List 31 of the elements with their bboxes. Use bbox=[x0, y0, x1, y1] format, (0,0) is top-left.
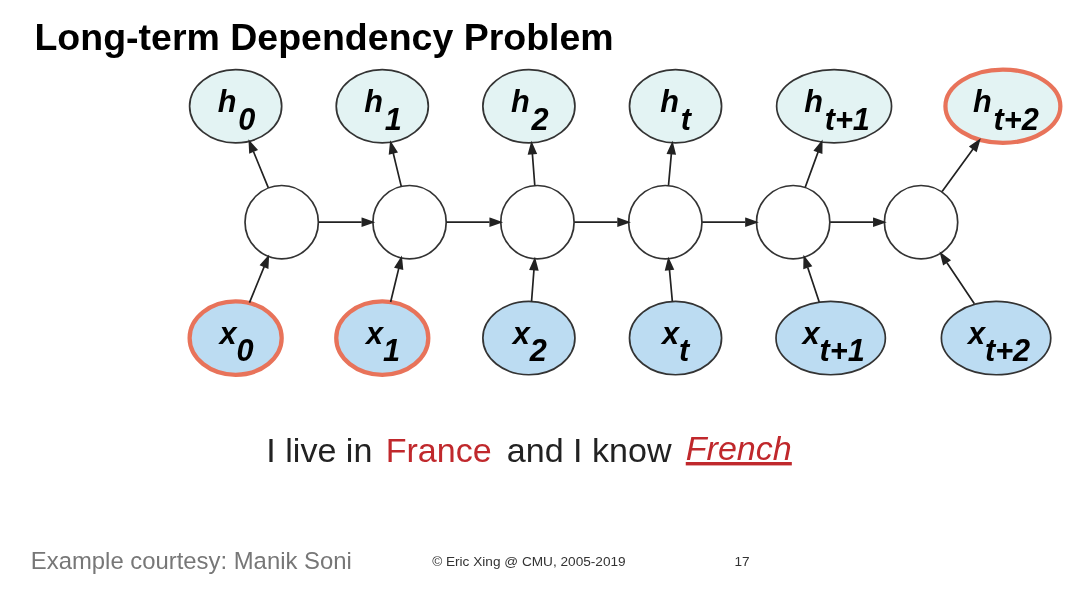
arrow bbox=[666, 140, 676, 187]
arrow bbox=[527, 140, 537, 187]
arrow bbox=[248, 254, 269, 304]
node-circle bbox=[627, 184, 703, 260]
label: I live in bbox=[265, 430, 372, 469]
arrow bbox=[388, 140, 402, 187]
arrow bbox=[664, 256, 674, 303]
label: © Eric Xing @ CMU, 2005-2019 bbox=[431, 553, 626, 569]
arrow bbox=[939, 251, 975, 305]
node-circle bbox=[883, 184, 959, 260]
arrow bbox=[445, 217, 503, 227]
arrow bbox=[940, 138, 981, 193]
label: Example courtesy: Manik Soni bbox=[30, 546, 352, 574]
diagram-title: Long-term Dependency Problem bbox=[33, 16, 614, 59]
arrow bbox=[528, 256, 539, 303]
arrow bbox=[803, 139, 823, 189]
arrow bbox=[317, 217, 375, 227]
node-circle bbox=[499, 184, 575, 260]
arrow bbox=[828, 217, 887, 227]
label: and I know bbox=[506, 430, 672, 469]
arrow bbox=[802, 254, 820, 303]
label: France bbox=[385, 430, 492, 469]
node-circle bbox=[243, 184, 319, 260]
node-circle bbox=[755, 184, 831, 260]
arrow bbox=[247, 139, 269, 189]
arrow bbox=[573, 217, 631, 227]
arrow bbox=[700, 217, 759, 227]
node-circle bbox=[371, 184, 447, 260]
label: French bbox=[685, 429, 792, 468]
arrow bbox=[389, 255, 403, 303]
label: 17 bbox=[733, 553, 750, 569]
